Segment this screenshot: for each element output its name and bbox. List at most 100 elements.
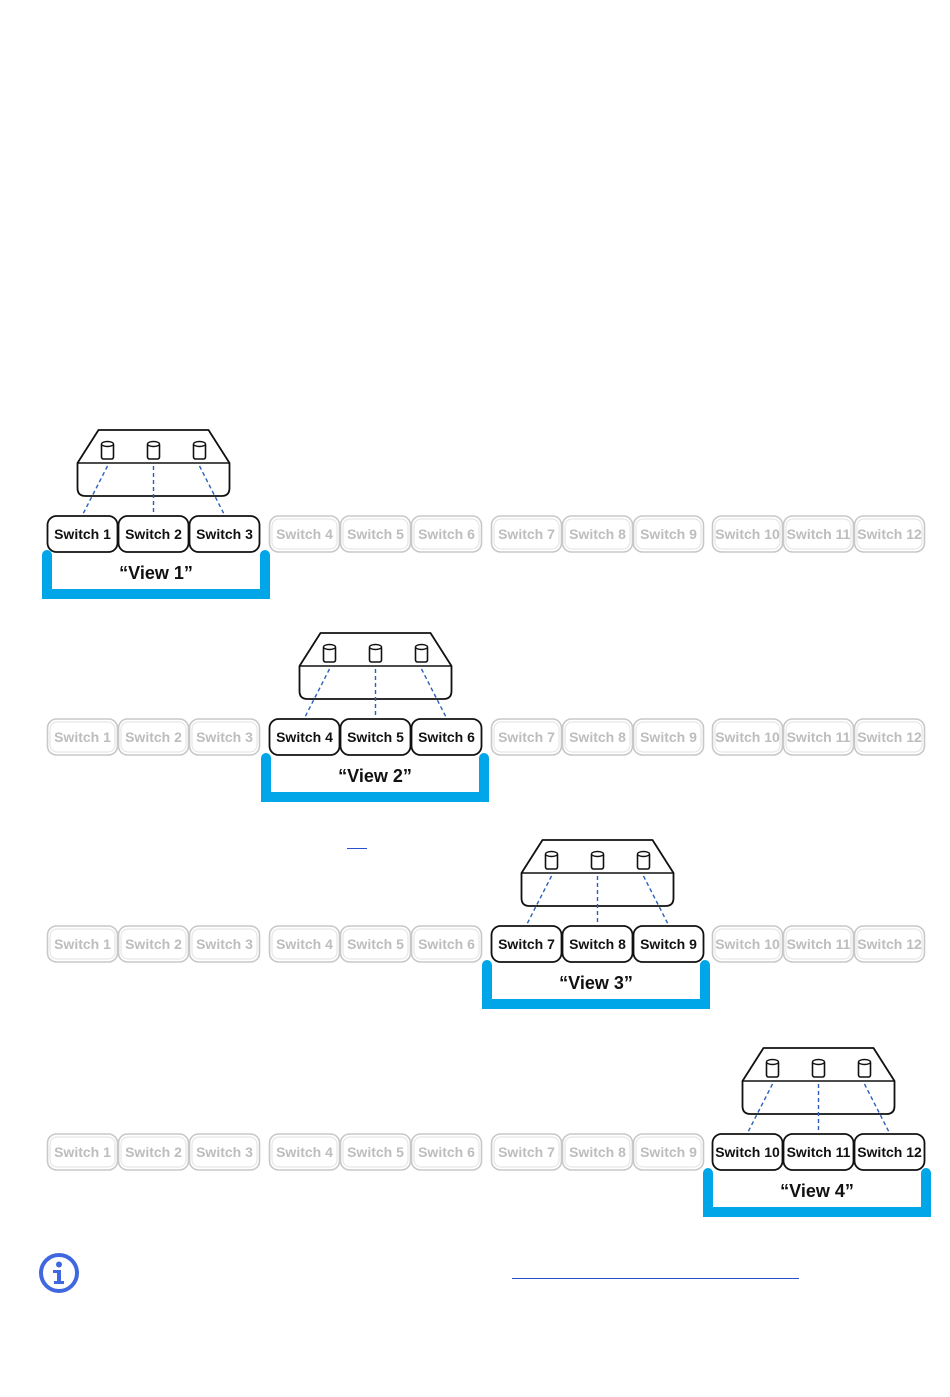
switch-box xyxy=(711,718,784,756)
reference-link[interactable] xyxy=(347,848,367,849)
switch-box xyxy=(490,1133,563,1171)
switch-box-inner xyxy=(271,928,338,960)
view-bracket: “View 2” xyxy=(261,753,489,802)
switch-5: Switch 5 xyxy=(339,925,412,963)
switch-label: Switch 2 xyxy=(125,526,182,542)
switch-box-inner xyxy=(413,518,480,550)
switch-label: Switch 2 xyxy=(125,1144,182,1160)
switch-12: Switch 12 xyxy=(853,1133,926,1171)
connection-line xyxy=(526,875,553,925)
switch-box xyxy=(782,925,855,963)
connection-line xyxy=(82,465,109,515)
switch-box-inner xyxy=(564,1136,631,1168)
footnote-link[interactable] xyxy=(512,1278,799,1279)
switch-box xyxy=(561,718,634,756)
connection-line xyxy=(304,668,331,718)
switch-box-inner xyxy=(714,721,781,753)
switch-5: Switch 5 xyxy=(339,718,412,756)
switch-label: Switch 4 xyxy=(276,729,333,745)
switch-box xyxy=(711,1133,784,1171)
multi-switch-controller-icon xyxy=(298,632,453,718)
switch-7: Switch 7 xyxy=(490,718,563,756)
switch-label: Switch 5 xyxy=(347,526,404,542)
switch-1: Switch 1 xyxy=(46,515,119,553)
switch-box xyxy=(410,1133,483,1171)
switch-label: Switch 5 xyxy=(347,1144,404,1160)
switch-9: Switch 9 xyxy=(632,925,705,963)
switch-12: Switch 12 xyxy=(853,925,926,963)
switch-label: Switch 10 xyxy=(715,1144,780,1160)
switch-1: Switch 1 xyxy=(46,925,119,963)
switch-box-inner xyxy=(271,518,338,550)
switch-9: Switch 9 xyxy=(632,515,705,553)
switch-label: Switch 6 xyxy=(418,526,475,542)
switch-label: Switch 12 xyxy=(857,1144,922,1160)
switch-8: Switch 8 xyxy=(561,515,634,553)
switch-box-inner xyxy=(785,928,852,960)
switch-box xyxy=(188,515,261,553)
connection-line xyxy=(747,1083,774,1133)
view-label: “View 4” xyxy=(780,1181,854,1201)
switch-2: Switch 2 xyxy=(117,925,190,963)
switch-box xyxy=(46,925,119,963)
switch-label: Switch 12 xyxy=(857,936,922,952)
multi-switch-controller-icon xyxy=(520,839,675,925)
switch-label: Switch 3 xyxy=(196,729,253,745)
switch-label: Switch 9 xyxy=(640,526,697,542)
switch-box xyxy=(782,718,855,756)
switch-label: Switch 7 xyxy=(498,526,555,542)
switch-4: Switch 4 xyxy=(268,718,341,756)
switch-6: Switch 6 xyxy=(410,718,483,756)
switch-label: Switch 6 xyxy=(418,1144,475,1160)
switch-11: Switch 11 xyxy=(782,1133,855,1171)
switch-2: Switch 2 xyxy=(117,515,190,553)
switch-label: Switch 9 xyxy=(640,1144,697,1160)
switch-label: Switch 11 xyxy=(787,526,851,542)
switch-label: Switch 6 xyxy=(418,936,475,952)
switch-box-inner xyxy=(785,721,852,753)
switch-4: Switch 4 xyxy=(268,1133,341,1171)
switch-box xyxy=(188,925,261,963)
switch-label: Switch 8 xyxy=(569,526,626,542)
switch-box xyxy=(711,925,784,963)
switch-label: Switch 3 xyxy=(196,526,253,542)
switch-box-inner xyxy=(342,1136,409,1168)
switch-box-inner xyxy=(493,721,560,753)
switch-box-inner xyxy=(856,518,923,550)
switch-box-inner xyxy=(493,518,560,550)
view-bracket: “View 1” xyxy=(42,550,270,599)
switch-label: Switch 12 xyxy=(857,526,922,542)
switch-8: Switch 8 xyxy=(561,718,634,756)
switch-6: Switch 6 xyxy=(410,1133,483,1171)
switch-12: Switch 12 xyxy=(853,718,926,756)
switch-box xyxy=(632,718,705,756)
switch-9: Switch 9 xyxy=(632,1133,705,1171)
switch-box-inner xyxy=(49,721,116,753)
switch-box xyxy=(268,1133,341,1171)
switch-box xyxy=(339,718,412,756)
switch-8: Switch 8 xyxy=(561,1133,634,1171)
switch-box xyxy=(117,718,190,756)
switch-box xyxy=(490,925,563,963)
switch-box xyxy=(561,515,634,553)
switch-label: Switch 12 xyxy=(857,729,922,745)
switch-box-inner xyxy=(493,1136,560,1168)
switch-label: Switch 10 xyxy=(715,526,780,542)
switch-label: Switch 1 xyxy=(54,729,111,745)
view-label: “View 1” xyxy=(119,563,193,583)
switch-10: Switch 10 xyxy=(711,925,784,963)
switch-label: Switch 7 xyxy=(498,1144,555,1160)
info-icon xyxy=(38,1252,80,1294)
multi-switch-controller-icon xyxy=(76,429,231,515)
switch-box-inner xyxy=(342,518,409,550)
switch-label: Switch 1 xyxy=(54,1144,111,1160)
switch-label: Switch 3 xyxy=(196,936,253,952)
switch-label: Switch 5 xyxy=(347,729,404,745)
switch-4: Switch 4 xyxy=(268,515,341,553)
switch-box xyxy=(561,1133,634,1171)
switch-7: Switch 7 xyxy=(490,925,563,963)
